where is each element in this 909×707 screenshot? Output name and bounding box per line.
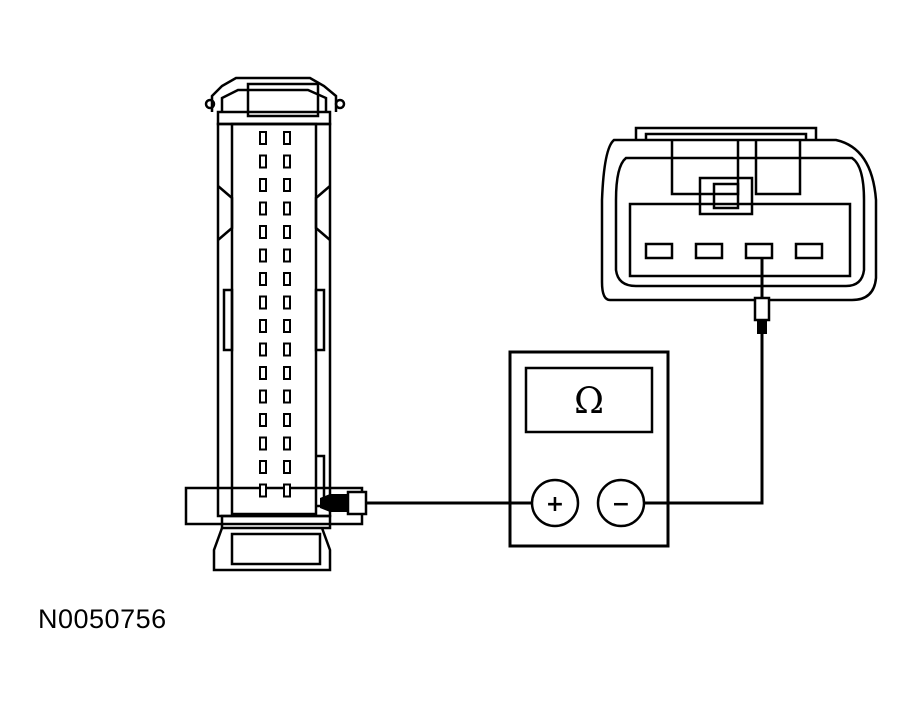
large-connector-pin <box>259 483 267 498</box>
large-connector-pin <box>283 248 291 263</box>
large-connector-pin <box>259 201 267 216</box>
ohmmeter: Ω + − <box>508 350 670 548</box>
large-connector-pin <box>259 413 267 427</box>
large-connector-pin <box>259 178 267 192</box>
test-leads <box>366 334 764 505</box>
large-connector-pin <box>283 319 291 333</box>
ohm-symbol: Ω <box>574 381 604 422</box>
large-connector-pin <box>283 413 291 427</box>
large-connector-pin <box>283 225 291 239</box>
large-connector <box>184 76 364 572</box>
large-connector-pin <box>259 366 267 380</box>
small-connector-pin <box>644 242 674 260</box>
large-connector-pin <box>283 295 291 310</box>
large-connector-pin <box>259 295 267 310</box>
large-connector-pin <box>259 389 267 404</box>
negative-lead <box>644 334 764 505</box>
large-connector-pin <box>283 131 291 145</box>
large-connector-pin <box>283 272 291 286</box>
negative-probe <box>753 258 771 334</box>
small-connector-pin <box>794 242 824 260</box>
large-connector-pin <box>283 366 291 380</box>
large-connector-pin <box>283 178 291 192</box>
large-connector-pin <box>259 225 267 239</box>
large-connector-pin <box>283 460 291 474</box>
figure-id-label: N0050756 <box>38 604 167 634</box>
large-connector-pin <box>283 154 291 169</box>
small-connector-probed-pin <box>744 242 774 260</box>
large-connector-pin <box>259 248 267 263</box>
large-connector-pin <box>259 131 267 145</box>
large-connector-pin <box>283 389 291 404</box>
large-connector-pin <box>283 436 291 451</box>
large-connector-pin <box>283 201 291 216</box>
large-connector-pin <box>259 342 267 357</box>
small-connector-pin <box>694 242 724 260</box>
small-connector-pins <box>644 242 824 260</box>
large-connector-pin <box>283 342 291 357</box>
positive-probe <box>320 490 368 516</box>
large-connector-pin <box>259 460 267 474</box>
large-connector-pin <box>259 319 267 333</box>
large-connector-pin <box>259 272 267 286</box>
large-connector-pins <box>259 131 291 498</box>
small-connector <box>600 126 878 302</box>
large-connector-pin <box>259 436 267 451</box>
large-connector-probed-pin <box>283 483 291 498</box>
negative-terminal-label: − <box>612 492 630 517</box>
positive-terminal-label: + <box>546 492 564 517</box>
meter-display <box>524 366 654 434</box>
large-connector-pin <box>259 154 267 169</box>
